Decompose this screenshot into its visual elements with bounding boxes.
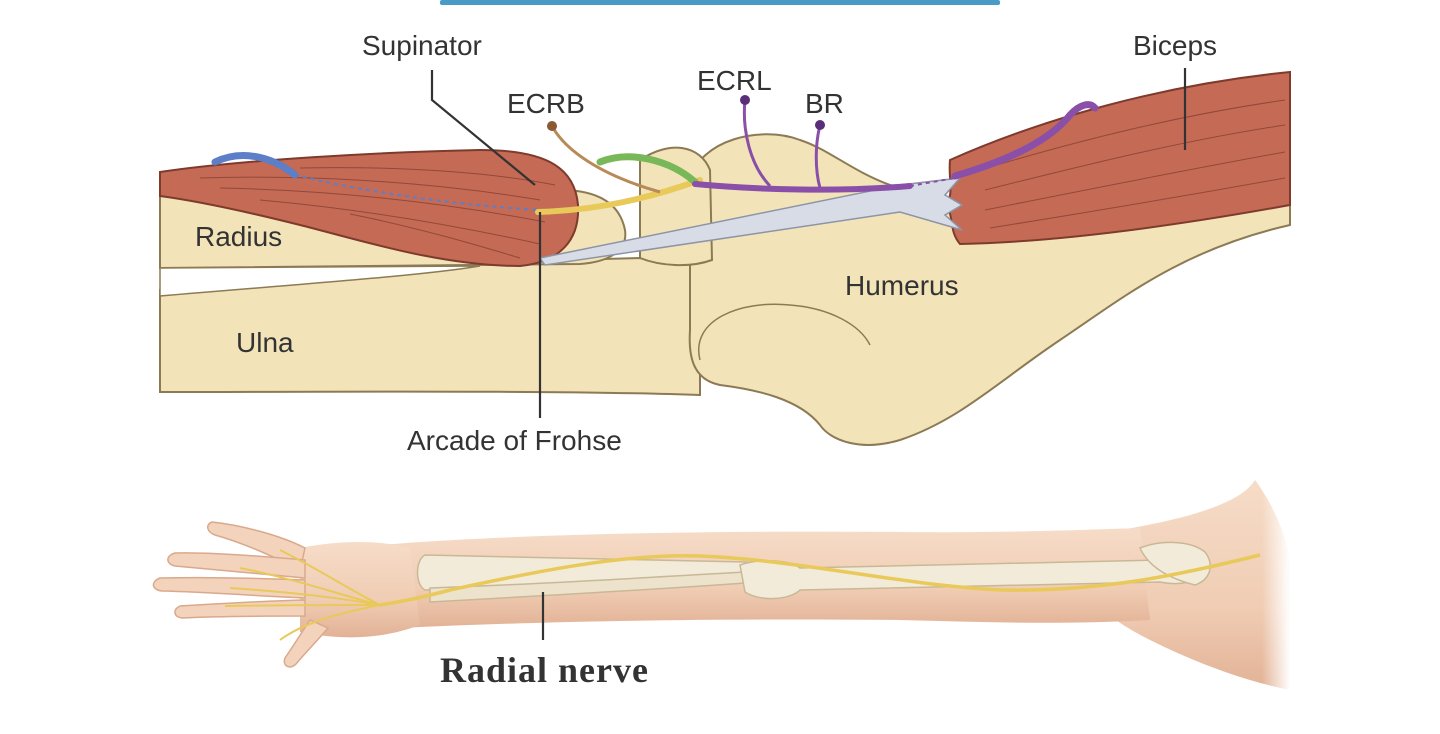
ecrl-branch — [742, 99, 772, 188]
biceps-tendon — [538, 177, 964, 266]
label-ulna: Ulna — [236, 327, 294, 358]
blue-nerve-dashed — [294, 174, 541, 211]
yellow-nerve — [535, 177, 703, 215]
arm-radial-nerve — [379, 553, 1261, 607]
humerus-fossa-line — [697, 303, 871, 361]
purple-nerve-biceps — [951, 101, 1099, 180]
hand-nerve-branches — [224, 549, 381, 641]
ecrb-branch-tip — [547, 121, 557, 131]
little-finger — [283, 619, 330, 668]
label-radius: Radius — [195, 221, 282, 252]
supinator-fiber-lines — [199, 167, 556, 259]
label-supinator: Supinator — [362, 30, 482, 61]
arm-edge-fade — [1150, 470, 1290, 700]
supinator-leader — [430, 70, 536, 186]
label-radial-nerve: Radial nerve — [440, 650, 649, 690]
br-branch-tip — [815, 120, 825, 130]
label-ecrb: ECRB — [507, 88, 585, 119]
index-finger — [167, 552, 306, 579]
label-biceps: Biceps — [1133, 30, 1217, 61]
top-accent-bar — [440, 0, 1000, 5]
label-humerus: Humerus — [845, 270, 959, 301]
label-ecrl: ECRL — [697, 65, 772, 96]
biceps-fiber-lines — [979, 99, 1286, 229]
label-arcade-of-frohse: Arcade of Frohse — [407, 425, 622, 456]
elbow-diagram: Supinator ECRB ECRL BR Biceps Radius Uln… — [159, 30, 1291, 456]
label-br: BR — [805, 88, 844, 119]
fingers — [152, 521, 330, 668]
supinator-muscle — [159, 148, 580, 268]
arm-illustration: Radial nerve — [152, 470, 1290, 700]
ecrb-branch — [550, 125, 661, 194]
hand-palm — [300, 542, 420, 638]
purple-nerve-trunk — [692, 181, 913, 193]
green-nerve — [596, 153, 699, 186]
ring-finger — [174, 599, 306, 619]
ecrl-branch-tip — [740, 95, 750, 105]
br-branch — [814, 124, 822, 189]
interosseous-gap — [159, 265, 481, 297]
middle-finger — [152, 576, 306, 599]
blue-nerve — [211, 152, 299, 179]
